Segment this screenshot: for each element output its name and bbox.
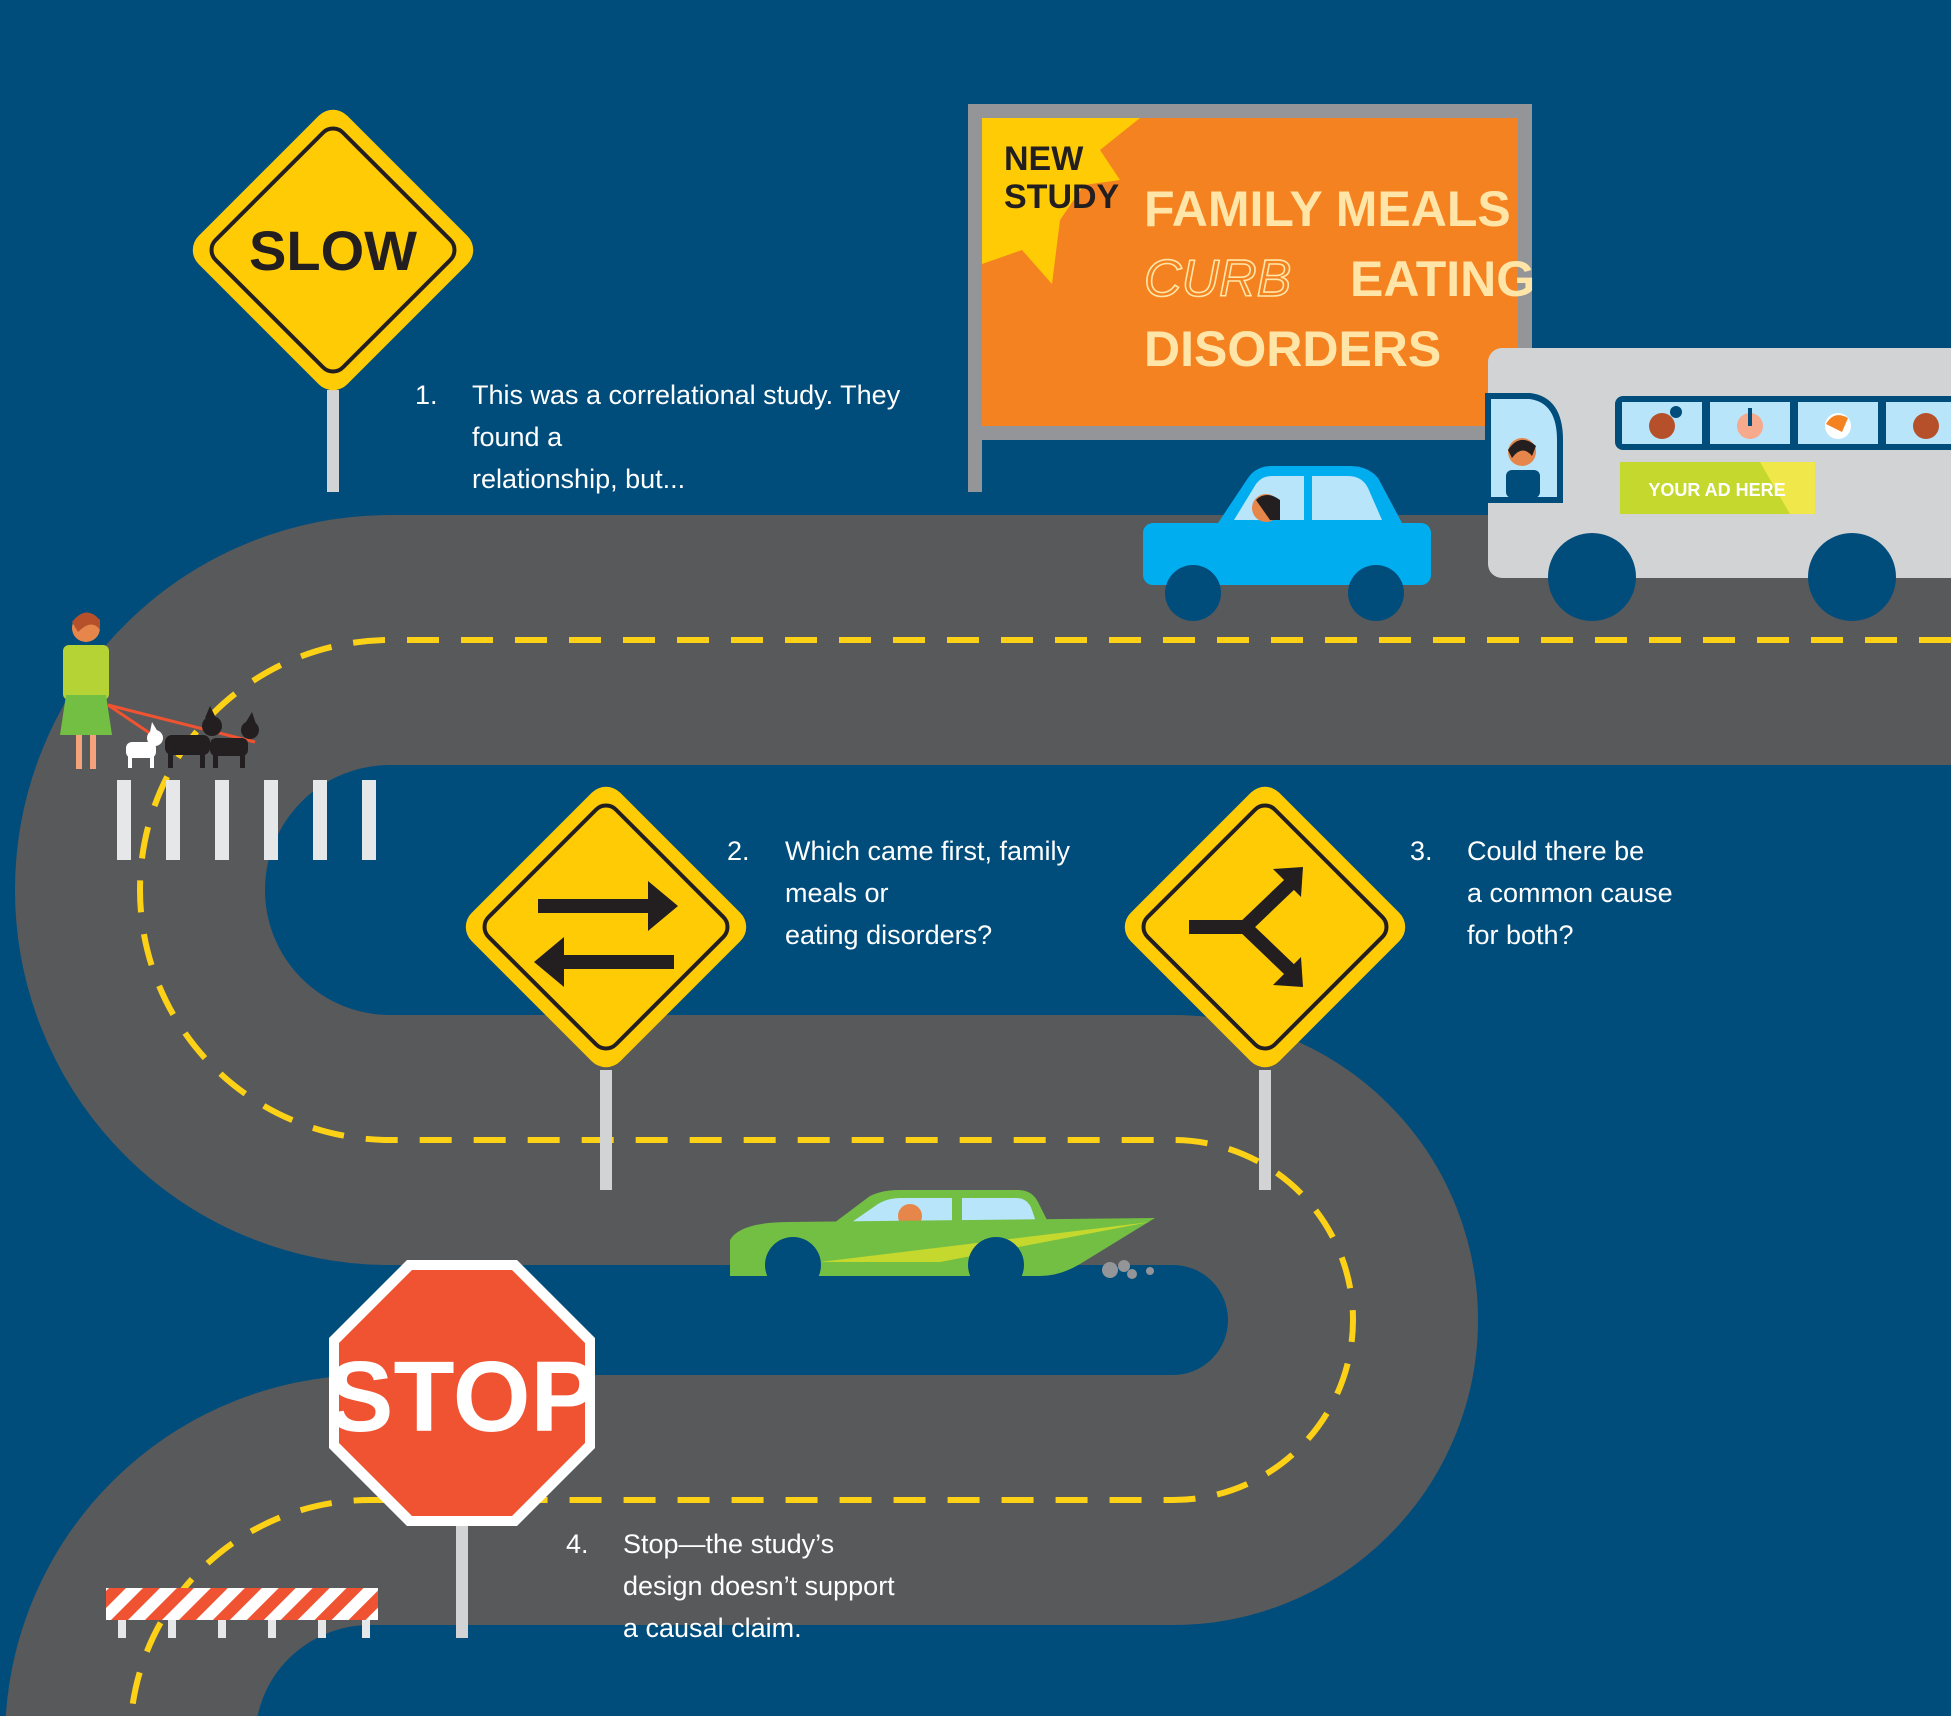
lane-marking [128, 637, 1951, 1716]
pedestrian-with-dogs [60, 612, 259, 769]
note-line: Could there be [1467, 836, 1644, 866]
headline-line1: FAMILY MEALS [1144, 181, 1511, 237]
note-line: eating disorders? [785, 920, 992, 950]
bus-wheel [1548, 533, 1636, 621]
note-line: This was a correlational study. They [472, 380, 901, 410]
crosswalk [117, 780, 376, 860]
two-way-arrows-icon [534, 881, 678, 987]
white-dog [126, 722, 163, 768]
sign-post [600, 1070, 612, 1190]
note-3: 3. Could there be a common cause for bot… [1410, 836, 1673, 950]
road-surface [5, 515, 1951, 1716]
green-car [730, 1190, 1155, 1293]
note-4: 4. Stop—the study’s design doesn’t suppo… [566, 1529, 895, 1643]
bus-ad-text: YOUR AD HERE [1648, 480, 1785, 500]
blue-car [1143, 466, 1431, 621]
badge-line1: NEW [1004, 140, 1084, 178]
sign-post [456, 1500, 468, 1638]
note-line: design doesn’t support [623, 1571, 895, 1601]
note-line: for both? [1467, 920, 1574, 950]
note-line: Stop—the study’s [623, 1529, 834, 1559]
slow-sign: SLOW [192, 109, 474, 492]
stop-sign-label: STOP [327, 1341, 597, 1453]
note-line: Which came first, family [785, 836, 1071, 866]
note-line: relationship, but... [472, 464, 685, 494]
sign-post [1259, 1070, 1271, 1190]
green-car-wheel [765, 1237, 821, 1293]
passenger [1913, 413, 1939, 439]
note-line: a common cause [1467, 878, 1673, 908]
bus: YOUR AD HERE [1485, 348, 1951, 621]
note-number: 1. [415, 380, 438, 410]
black-dogs [165, 706, 259, 768]
note-line: meals or [785, 878, 889, 908]
passenger [1649, 413, 1675, 439]
blue-car-wheel [1348, 565, 1404, 621]
bus-wheel [1808, 533, 1896, 621]
slow-sign-label: SLOW [249, 219, 417, 282]
fork-sign [1124, 786, 1406, 1190]
headline-curb: CURB [1144, 250, 1291, 308]
headline-line3: DISORDERS [1144, 321, 1441, 377]
headline-eating: EATING [1350, 251, 1535, 307]
note-line: found a [472, 422, 563, 452]
green-car-wheel [968, 1237, 1024, 1293]
sign-post [327, 390, 339, 492]
billboard: NEW STUDY FAMILY MEALS CURB EATING DISOR… [968, 104, 1535, 492]
stop-sign: STOP [327, 1260, 597, 1638]
note-line: a causal claim. [623, 1613, 802, 1643]
fork-arrows-icon [1189, 867, 1303, 987]
exhaust-puffs [1102, 1260, 1154, 1279]
two-way-traffic-sign [465, 786, 747, 1190]
winding-road [5, 515, 1951, 1716]
road-barrier [106, 1588, 378, 1638]
note-number: 3. [1410, 836, 1433, 866]
note-2: 2. Which came first, family meals or eat… [727, 836, 1071, 950]
new-study-burst [982, 118, 1140, 284]
blue-car-wheel [1165, 565, 1221, 621]
note-1: 1. This was a correlational study. They … [415, 380, 901, 494]
note-number: 2. [727, 836, 750, 866]
note-number: 4. [566, 1529, 589, 1559]
badge-line2: STUDY [1004, 178, 1120, 216]
